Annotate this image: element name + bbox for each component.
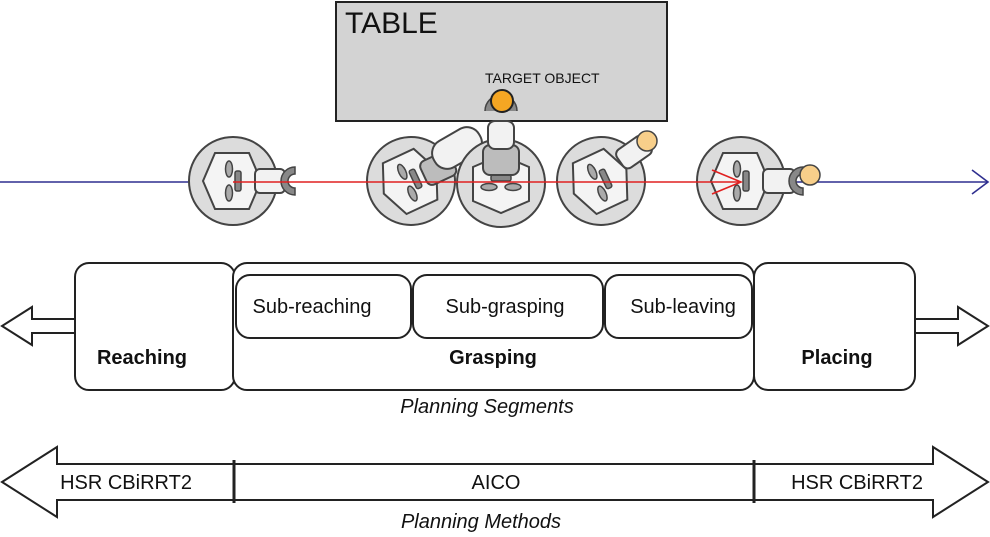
segment-reaching [74, 262, 236, 391]
segment-placing [753, 262, 916, 391]
table-label: TABLE [345, 7, 438, 40]
segment-placing-label: Placing [801, 347, 872, 369]
red-path [233, 169, 744, 195]
sub-reaching-box [235, 274, 412, 339]
planning-methods-caption: Planning Methods [401, 511, 561, 533]
sub-grasping-label: Sub-grasping [446, 296, 565, 318]
segment-grasping-label: Grasping [449, 347, 537, 369]
robot-end [696, 136, 804, 226]
sub-grasping-box [412, 274, 604, 339]
method-left-label: HSR CBiRRT2 [60, 472, 192, 494]
target-object-label: TARGET OBJECT [485, 70, 600, 86]
sub-leaving-label: Sub-leaving [630, 296, 736, 318]
method-right-label: HSR CBiRRT2 [791, 472, 923, 494]
robot-start [188, 136, 296, 226]
methods-arrow [0, 445, 990, 519]
segments-left-arrow [0, 305, 76, 347]
segments-right-arrow [914, 305, 990, 347]
method-center-label: AICO [472, 472, 521, 494]
sub-reaching-label: Sub-reaching [253, 296, 372, 318]
sub-leaving-box [604, 274, 753, 339]
segment-reaching-label: Reaching [97, 347, 187, 369]
target-object [490, 89, 514, 113]
planning-segments-caption: Planning Segments [400, 396, 573, 418]
target-object-placed [799, 164, 821, 186]
target-object-lifted [636, 130, 658, 152]
